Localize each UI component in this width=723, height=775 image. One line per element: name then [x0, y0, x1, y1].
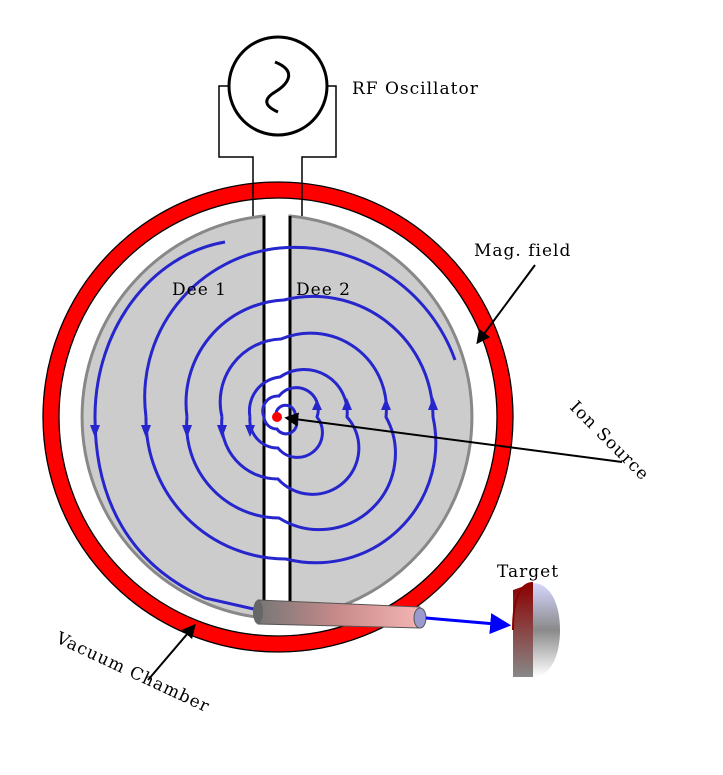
vacuum-chamber-inner-edge [58, 197, 498, 637]
target-label: Target [497, 562, 559, 582]
vacuum-chamber-outer-edge [42, 181, 514, 653]
arrow-right-2 [342, 398, 352, 410]
dee-1-plate [80, 214, 266, 620]
arrow-right-1 [312, 399, 322, 410]
ion-source-label: Ion Source [565, 397, 653, 485]
dee-1-label: Dee 1 [172, 280, 227, 300]
ion-spiral-path [93, 240, 457, 612]
mag-field-label: Mag. field [474, 241, 571, 261]
arrow-left-2 [217, 425, 227, 438]
target-disc [512, 582, 560, 677]
arrow-left-1 [245, 425, 255, 437]
lead-wire-right [301, 85, 337, 216]
beam-arrow [425, 613, 512, 635]
dee-2-plate [288, 214, 474, 620]
vacuum-chamber-ring [43, 182, 513, 652]
arrow-right-3 [381, 398, 391, 410]
arrow-left-4 [141, 425, 151, 438]
lead-wire-left [218, 85, 254, 216]
sine-wave-icon [265, 60, 291, 114]
mag-field-pointer [476, 264, 536, 345]
arrow-right-4 [428, 397, 438, 410]
arrow-left-3 [182, 425, 192, 438]
dee-2-label: Dee 2 [296, 280, 351, 300]
ion-source-dot [272, 412, 282, 422]
extraction-tube [253, 599, 427, 629]
vacuum-chamber-label: Vacuum Chamber [52, 628, 213, 717]
rf-oscillator-circle [227, 35, 329, 137]
ion-source-pointer [284, 412, 623, 463]
rf-oscillator-label: RF Oscillator [352, 79, 479, 99]
arrow-left-5 [90, 425, 100, 438]
vacuum-chamber-pointer [147, 623, 196, 681]
spiral-arrowheads [90, 397, 438, 438]
